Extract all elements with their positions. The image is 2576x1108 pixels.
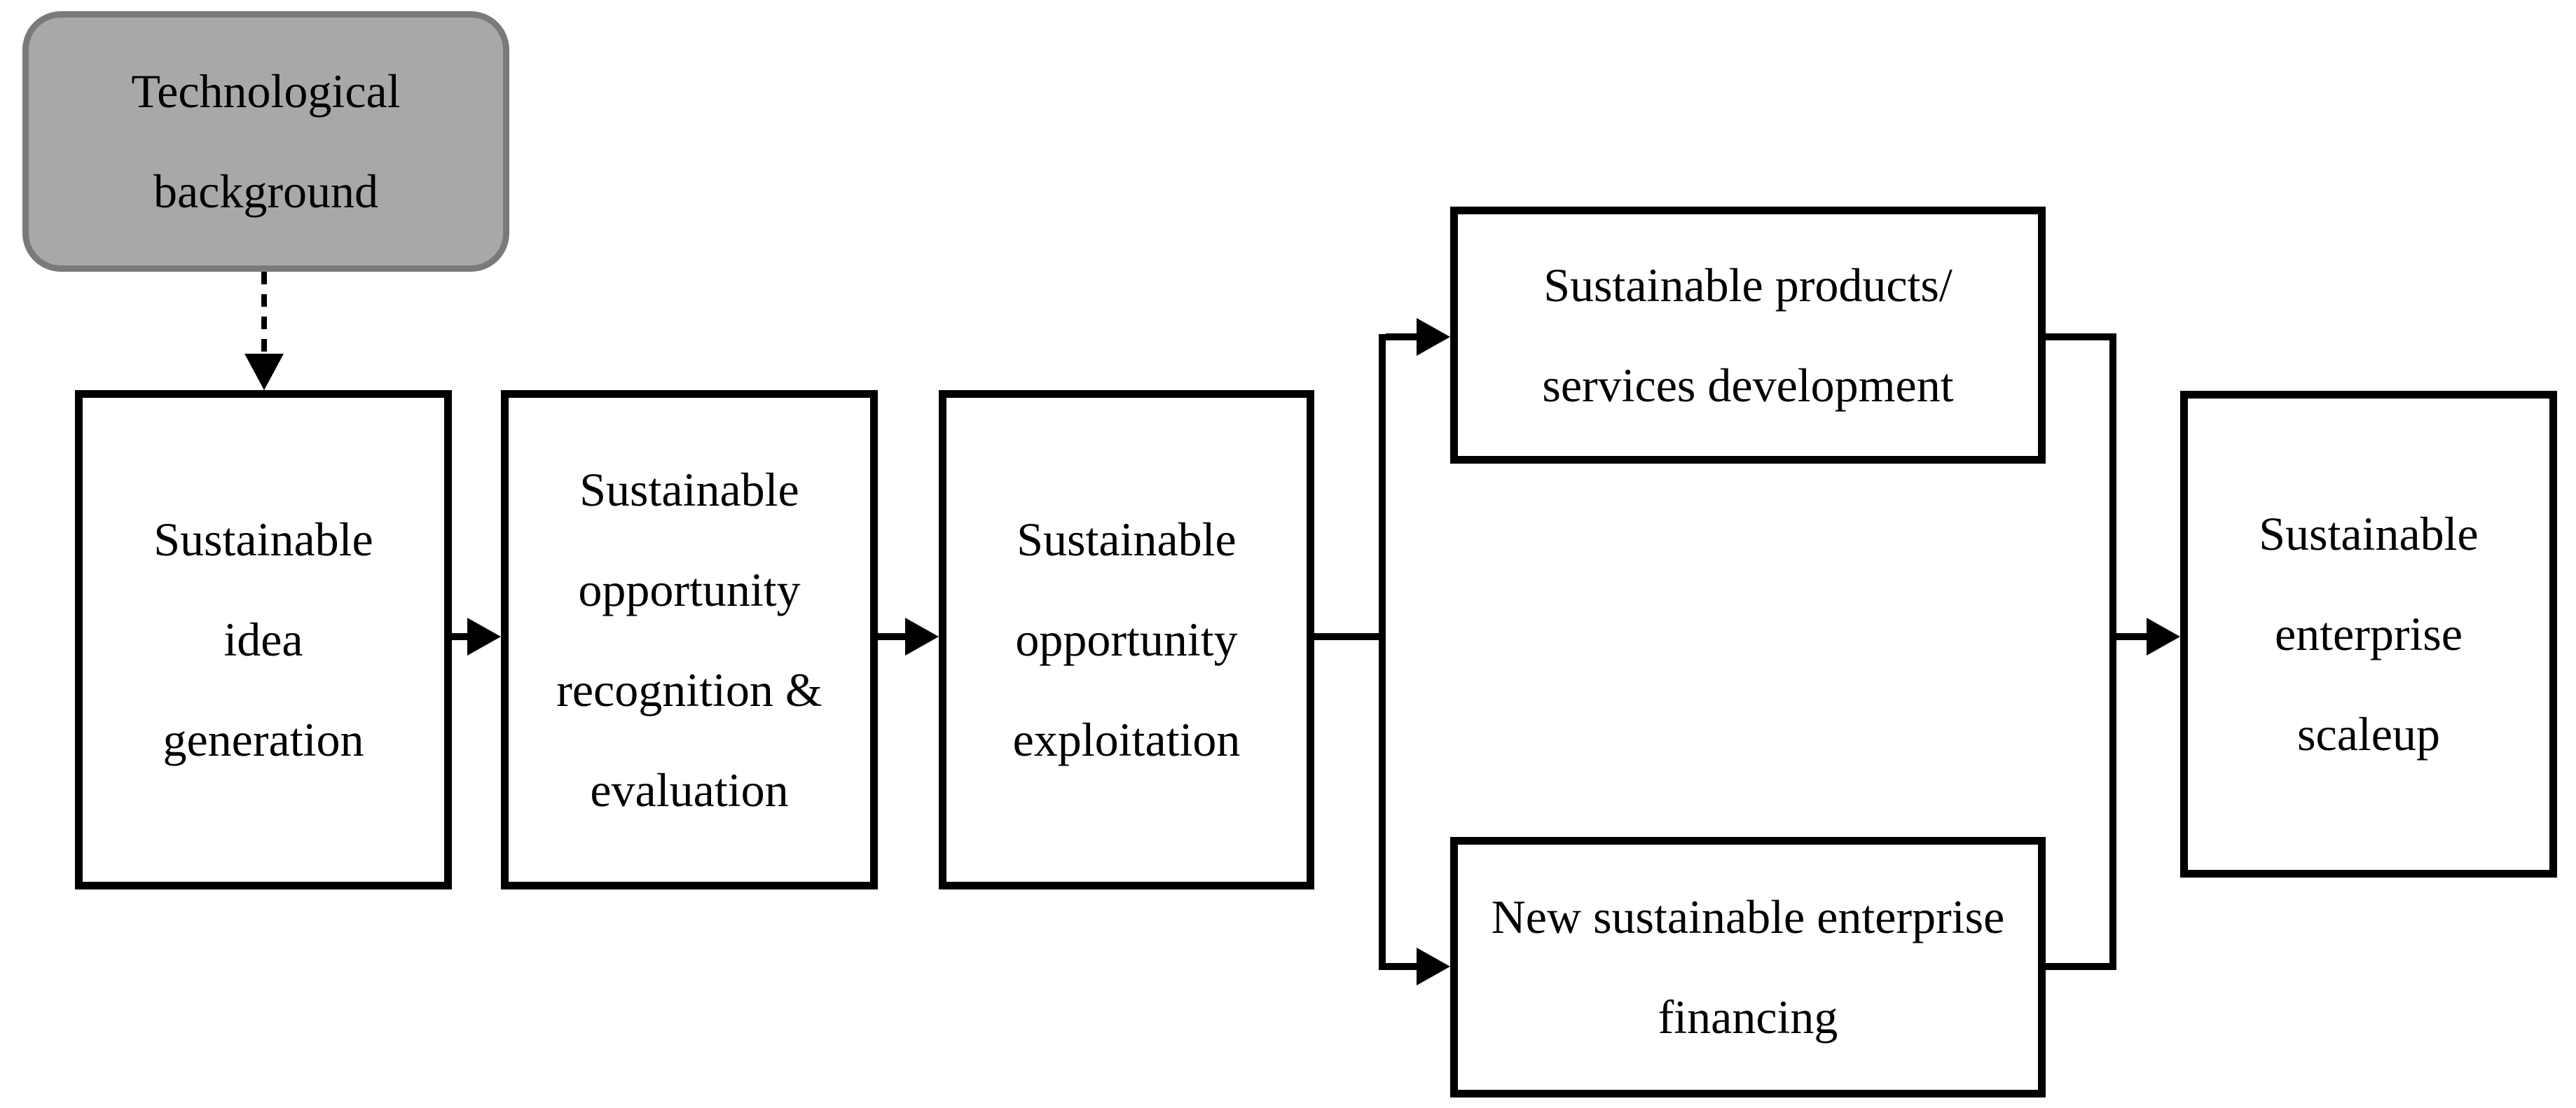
arrowhead-right-icon [1417,318,1450,356]
node-label-line: background [153,165,378,218]
node-label-line: services development [1542,358,1954,412]
merge-vertical-line [2109,333,2116,970]
arrowhead-right-icon [2147,618,2180,656]
connector-split-to-products [1386,333,1422,340]
node-label-line: scaleup [2297,707,2440,761]
node-label-line: recognition & [556,663,822,716]
connector-idea-to-recognition [452,633,474,640]
node-opportunity-exploitation: Sustainable opportunity exploitation [939,390,1314,889]
connector-merge-to-scaleup [2113,633,2149,640]
node-label-line: generation [163,713,364,766]
node-label-line: opportunity [578,562,801,616]
connector-split-to-financing [1386,963,1422,970]
node-label-line: evaluation [590,763,789,817]
node-sustainable-enterprise-scaleup: Sustainable enterprise scaleup [2180,391,2557,878]
node-label-line: Sustainable [579,462,799,516]
node-label-line: opportunity [1015,613,1238,666]
node-technological-background: Technological background [22,11,509,272]
node-label-line: Sustainable [153,513,373,566]
arrowhead-right-icon [1417,948,1450,985]
node-products-services-development: Sustainable products/ services developme… [1450,207,2046,464]
connector-recognition-to-exploitation [878,633,910,640]
node-opportunity-recognition-evaluation: Sustainable opportunity recognition & ev… [501,390,878,889]
dashed-connector-background-to-idea [261,272,267,356]
connector-exploitation-to-split [1314,633,1386,640]
node-sustainable-idea-generation: Sustainable idea generation [75,390,452,889]
arrowhead-right-icon [905,618,939,656]
node-label-line: Sustainable [1017,513,1237,566]
node-new-enterprise-financing: New sustainable enterprise financing [1450,837,2046,1097]
connector-financing-to-merge [2046,963,2116,970]
node-label-line: New sustainable enterprise [1491,890,2005,943]
node-label-line: Technological [131,64,401,118]
node-label-line: idea [223,613,303,666]
arrowhead-right-icon [467,618,501,656]
node-label-line: financing [1658,990,1838,1044]
connector-products-to-merge [2046,333,2116,340]
node-label-line: Sustainable products/ [1543,258,1952,312]
node-label-line: exploitation [1012,713,1241,766]
arrowhead-down-icon [244,354,284,390]
node-label-line: enterprise [2274,607,2463,660]
split-vertical-line [1379,334,1386,970]
node-label-line: Sustainable [2259,507,2479,560]
